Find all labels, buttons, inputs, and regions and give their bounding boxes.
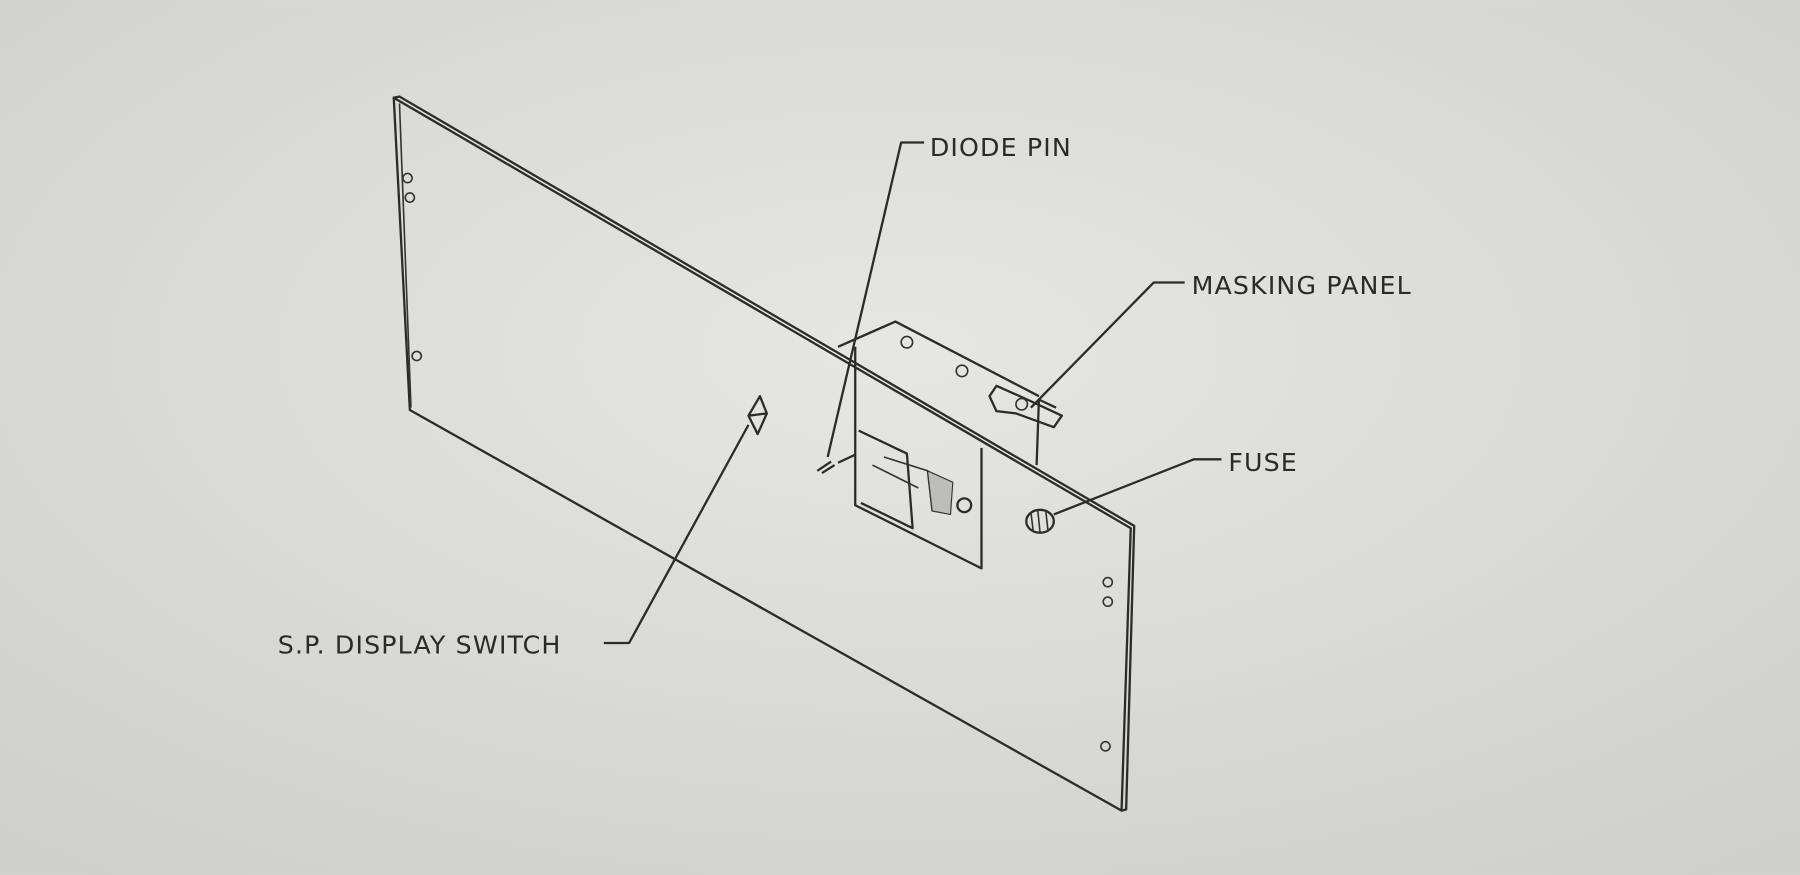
fuse-part (1025, 508, 1055, 534)
diode-pin-part (816, 453, 856, 475)
label-diode-pin: DIODE PIN (930, 133, 1072, 162)
knob (956, 497, 973, 514)
label-fuse: FUSE (1228, 448, 1298, 477)
diode-pin-leader (826, 141, 925, 458)
fuse-leader (1053, 458, 1222, 516)
masking-panel-leader (1030, 281, 1185, 409)
housing-screw (900, 335, 914, 349)
label-masking-panel: MASKING PANEL (1192, 271, 1412, 300)
label-sp-display-switch: S.P. DISPLAY SWITCH (278, 630, 562, 659)
mounting-hole (402, 172, 413, 184)
mounting-hole (1100, 740, 1111, 752)
sp-display-switch-leader (603, 424, 750, 645)
masking-panel-part (988, 384, 1064, 429)
mounting-hole (404, 192, 416, 203)
panel-cutout (854, 378, 983, 570)
housing-screw (955, 364, 969, 378)
front-panel (392, 95, 1136, 812)
display-switch-part (747, 395, 768, 436)
mounting-hole (1102, 576, 1114, 588)
mounting-hole (411, 350, 423, 362)
circuit-board (926, 469, 954, 516)
mounting-hole (1102, 596, 1114, 608)
